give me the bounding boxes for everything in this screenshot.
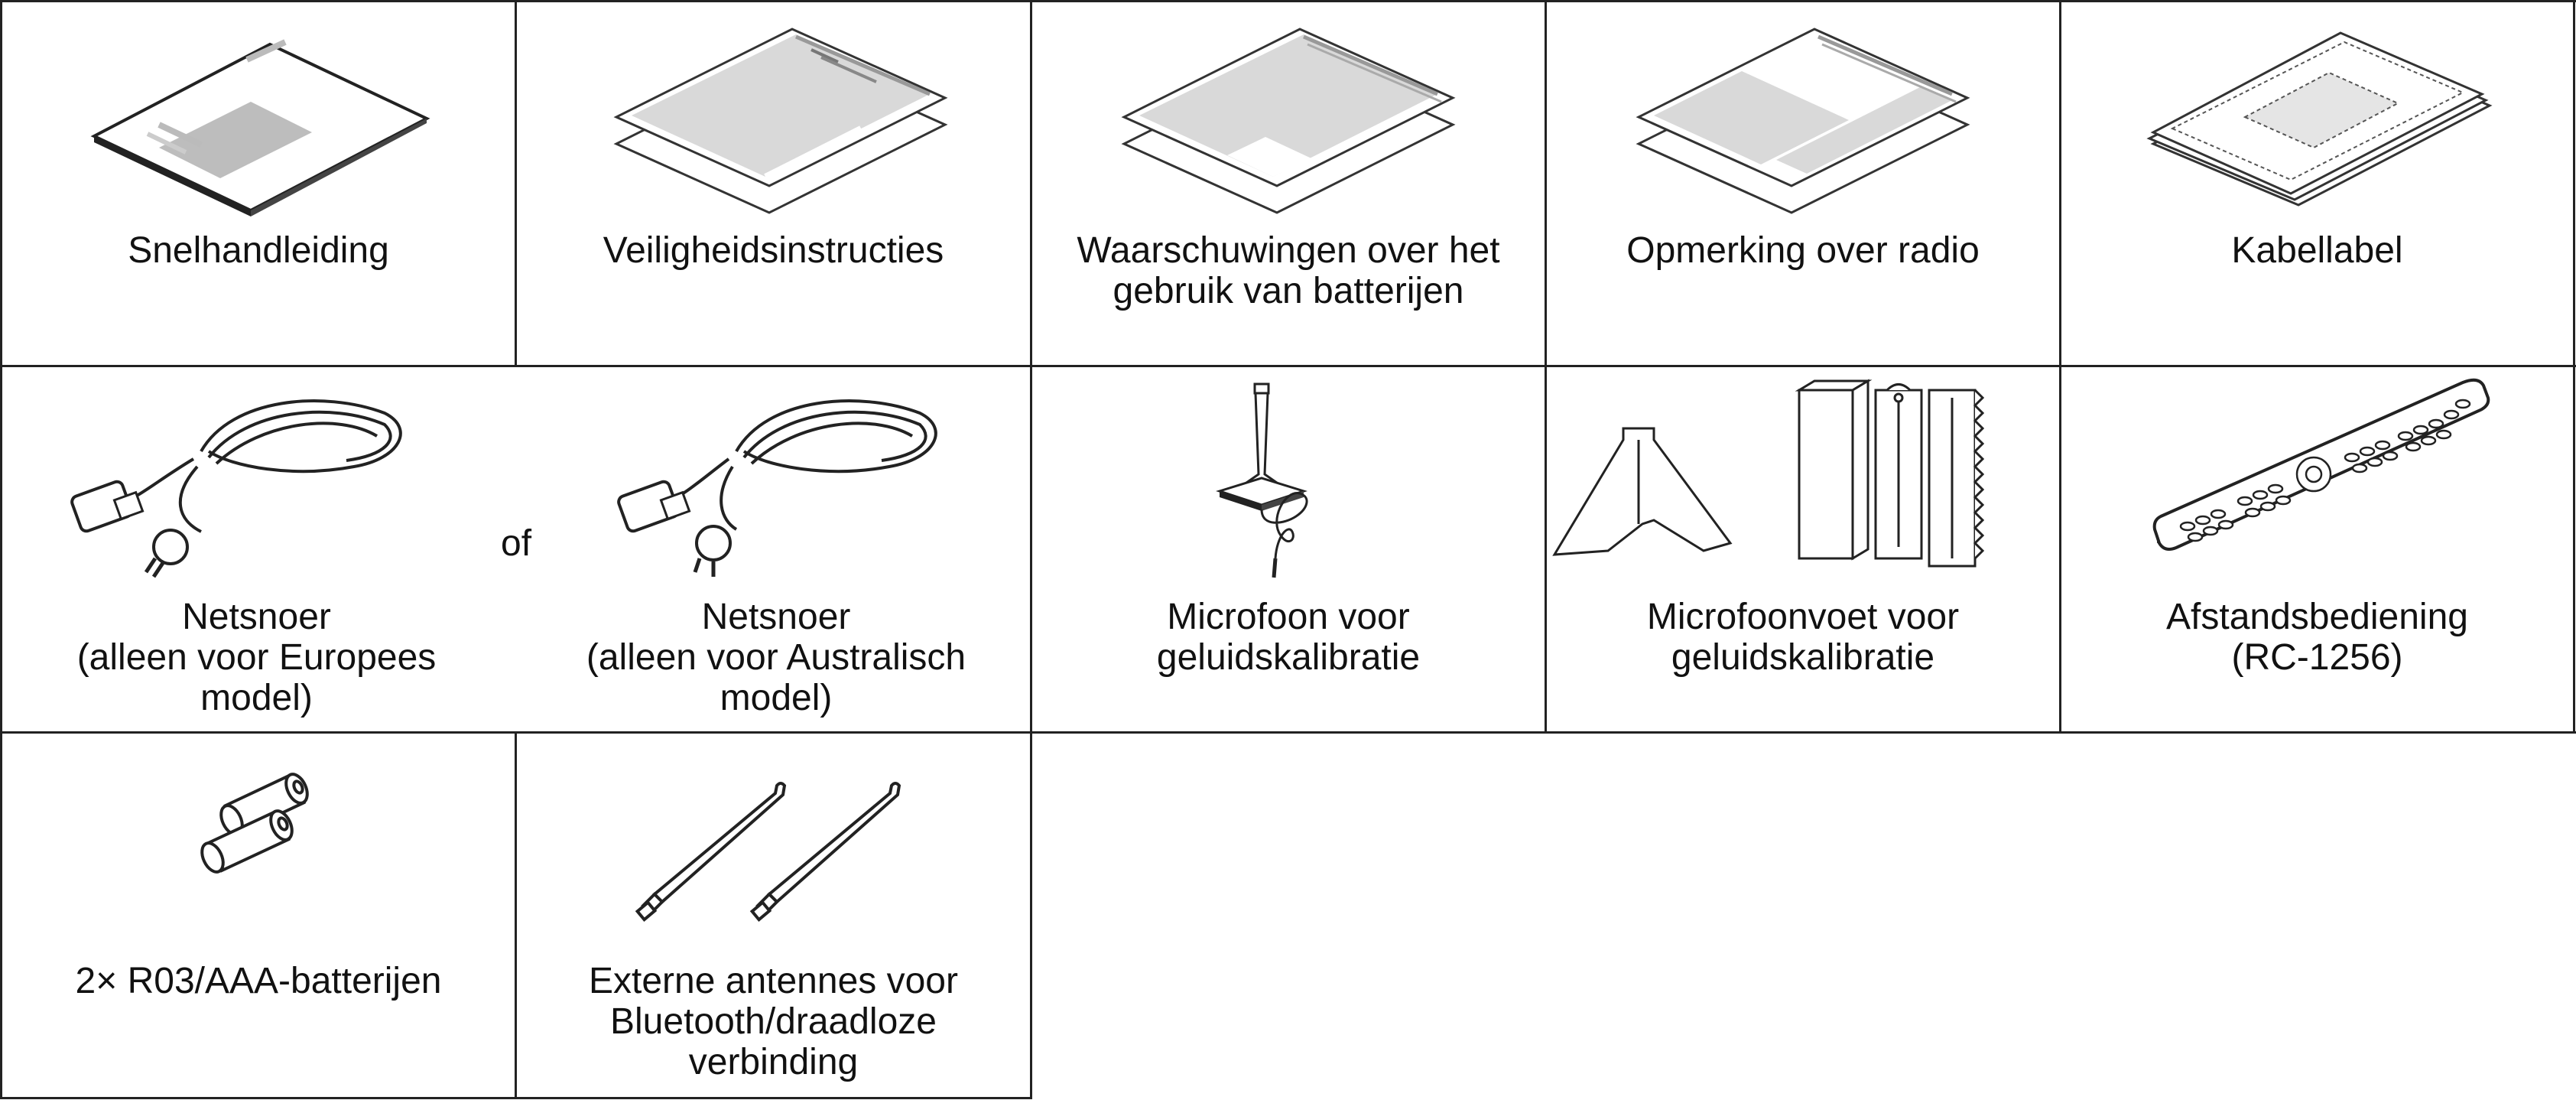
item-remote-control: Afstandsbediening (RC-1256) bbox=[2061, 367, 2573, 731]
antennas-line3: verbinding bbox=[688, 1042, 859, 1082]
item-cable-label: Kabellabel bbox=[2061, 2, 2573, 365]
power-cord-eu-icon bbox=[70, 399, 402, 578]
power-cord-au-line3: model) bbox=[720, 678, 833, 718]
antennas-line1: Externe antennes voor bbox=[589, 961, 958, 1001]
microphone-line1: Microfoon voor bbox=[1167, 597, 1410, 637]
power-cord-eu-line2: (alleen voor Europees bbox=[76, 637, 437, 678]
item-safety-instructions: Veiligheidsinstructies bbox=[517, 2, 1030, 365]
radio-notes-label: Opmerking over radio bbox=[1626, 230, 1980, 271]
remote-control-icon bbox=[2152, 378, 2490, 551]
battery-warnings-line2: gebruik van batterijen bbox=[1113, 271, 1464, 311]
antennas-icon bbox=[635, 782, 901, 922]
microphone-stand-icon bbox=[1552, 379, 1985, 568]
mic-stand-line2: geluidskalibratie bbox=[1671, 637, 1935, 678]
cable-label-sheet-icon bbox=[2146, 31, 2493, 207]
power-cord-au-icon bbox=[617, 399, 937, 577]
grid-line bbox=[0, 731, 2576, 734]
aaa-batteries-icon bbox=[200, 773, 309, 874]
grid-line bbox=[515, 731, 517, 1099]
grid-line bbox=[515, 0, 517, 366]
grid-line bbox=[2059, 0, 2061, 733]
item-microphone-stand: Microfoonvoet voor geluidskalibratie bbox=[1547, 367, 2059, 731]
item-radio-notes: Opmerking over radio bbox=[1547, 2, 2059, 365]
antennas-line2: Bluetooth/draadloze bbox=[610, 1001, 937, 1042]
safety-leaflet-icon bbox=[613, 28, 948, 214]
radio-notes-leaflet-icon bbox=[1636, 28, 1970, 214]
power-cord-au-line2: (alleen voor Australisch bbox=[586, 637, 966, 678]
grid-line bbox=[1545, 0, 1547, 733]
item-calibration-microphone: Microfoon voor geluidskalibratie bbox=[1032, 367, 1545, 731]
quick-guide-label: Snelhandleiding bbox=[128, 230, 389, 271]
remote-line2: (RC-1256) bbox=[2231, 637, 2403, 678]
safety-label: Veiligheidsinstructies bbox=[603, 230, 944, 271]
item-power-cord-au: Netsnoer (alleen voor Australisch model) bbox=[522, 367, 1030, 731]
quick-guide-booklet-icon bbox=[90, 39, 430, 216]
calibration-microphone-icon bbox=[1216, 382, 1308, 578]
grid-line bbox=[0, 0, 2, 1099]
item-battery-warnings: Waarschuwingen over het gebruik van batt… bbox=[1032, 2, 1545, 365]
battery-warning-leaflet-icon bbox=[1121, 28, 1456, 214]
grid-line bbox=[1030, 0, 1032, 1099]
remote-line1: Afstandsbediening bbox=[2166, 597, 2468, 637]
power-cord-eu-line3: model) bbox=[200, 678, 313, 718]
item-aaa-batteries: 2× R03/AAA-batterijen bbox=[2, 734, 515, 1097]
item-external-antennas: Externe antennes voor Bluetooth/draadloz… bbox=[517, 734, 1030, 1097]
power-cord-au-line1: Netsnoer bbox=[701, 597, 851, 637]
grid-line bbox=[2573, 0, 2575, 733]
grid-line bbox=[0, 0, 2576, 2]
microphone-line2: geluidskalibratie bbox=[1156, 637, 1421, 678]
item-quick-guide: Snelhandleiding bbox=[2, 2, 515, 365]
or-separator: of bbox=[501, 523, 532, 564]
grid-line bbox=[0, 365, 2576, 367]
item-power-cord-eu: Netsnoer (alleen voor Europees model) bbox=[2, 367, 511, 731]
power-cord-eu-line1: Netsnoer bbox=[182, 597, 331, 637]
batteries-label: 2× R03/AAA-batterijen bbox=[75, 961, 442, 1001]
battery-warnings-line1: Waarschuwingen over het bbox=[1077, 230, 1500, 271]
mic-stand-line1: Microfoonvoet voor bbox=[1646, 597, 1960, 637]
cable-label-label: Kabellabel bbox=[2231, 230, 2403, 271]
